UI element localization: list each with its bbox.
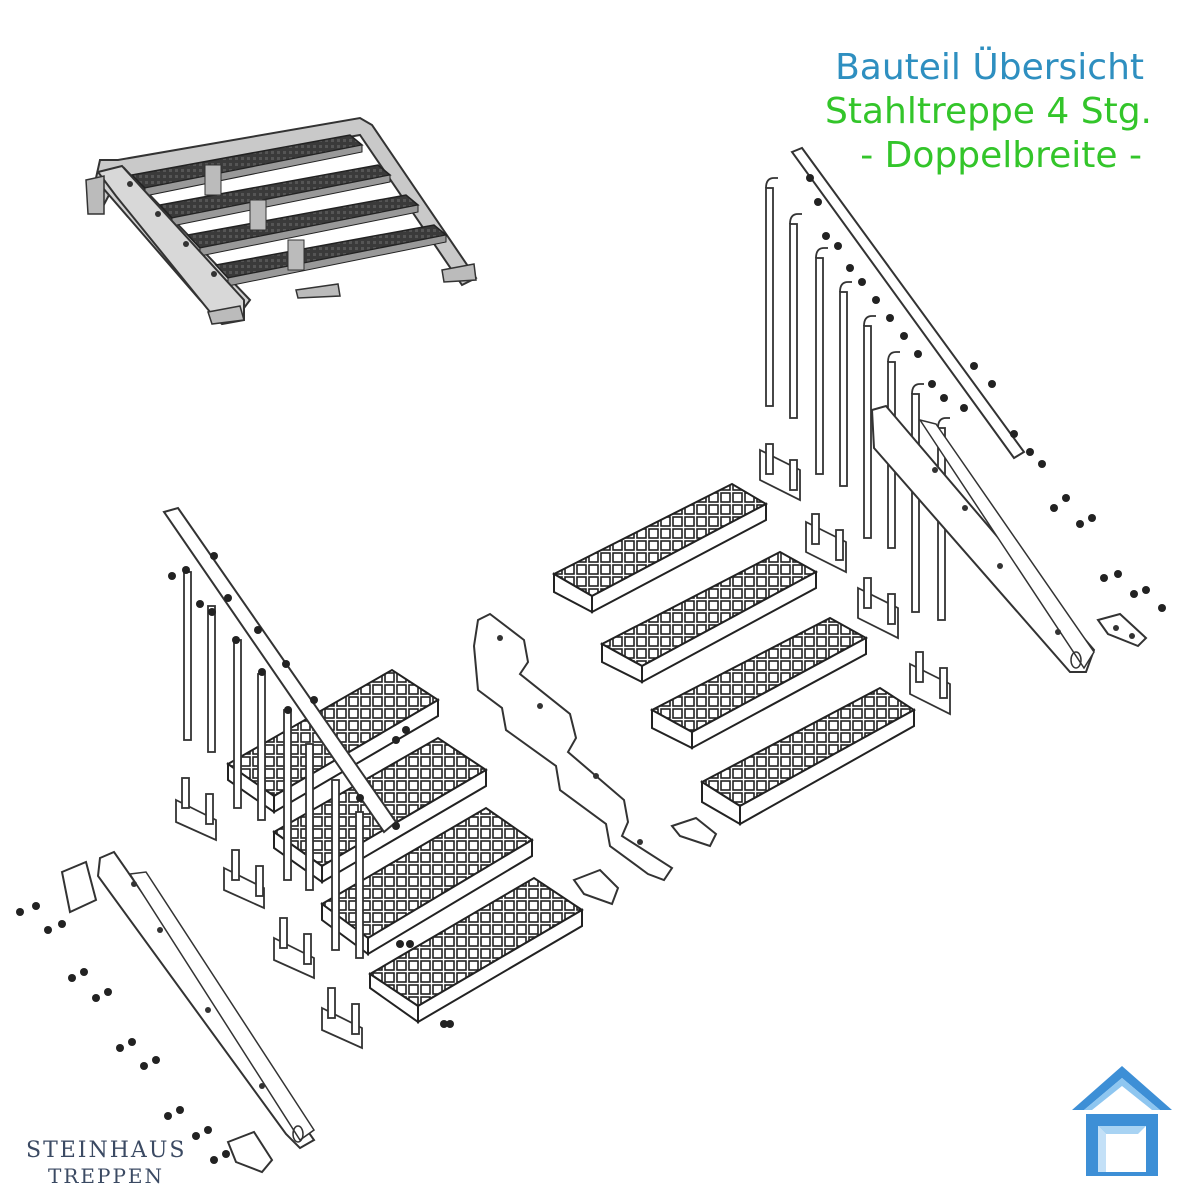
right-tread-4 (700, 686, 916, 826)
right-foot-bracket (1096, 612, 1148, 648)
preview-tread-4 (214, 224, 448, 287)
right-stringer (870, 404, 1096, 673)
right-handrail (790, 146, 1026, 460)
brand-line-1: STEINHAUS (26, 1138, 187, 1163)
left-post-brackets (175, 777, 363, 1050)
house-logo-icon (1072, 1066, 1172, 1176)
left-stringer (96, 850, 316, 1150)
center-stringer (472, 612, 674, 882)
center-foot-brackets (572, 816, 718, 906)
right-tread-3 (649, 616, 869, 750)
left-fasteners (168, 552, 454, 1028)
brand-wordmark: STEINHAUS TREPPEN (26, 1138, 186, 1188)
title-block: Bauteil Übersicht Stahltreppe 4 Stg. - D… (825, 46, 1152, 178)
brand-line-2: TREPPEN (47, 1164, 164, 1188)
left-tread-4 (368, 876, 584, 1024)
right-tread-1 (551, 482, 769, 614)
title-product: Stahltreppe 4 Stg. (824, 91, 1152, 132)
right-tread-2 (599, 550, 819, 684)
preview-tread-2 (158, 164, 392, 227)
assembled-stair-preview (85, 116, 478, 326)
left-stringer-fasteners (16, 902, 230, 1164)
right-post-brackets (759, 443, 951, 716)
preview-tread-3 (186, 194, 420, 257)
title-variant: - Doppelbreite - (860, 135, 1142, 176)
title-overview: Bauteil Übersicht (835, 47, 1144, 88)
left-tread-3 (320, 806, 534, 956)
right-fasteners (806, 174, 1166, 612)
left-wall-brackets (60, 860, 274, 1174)
preview-tread-1 (130, 134, 364, 197)
